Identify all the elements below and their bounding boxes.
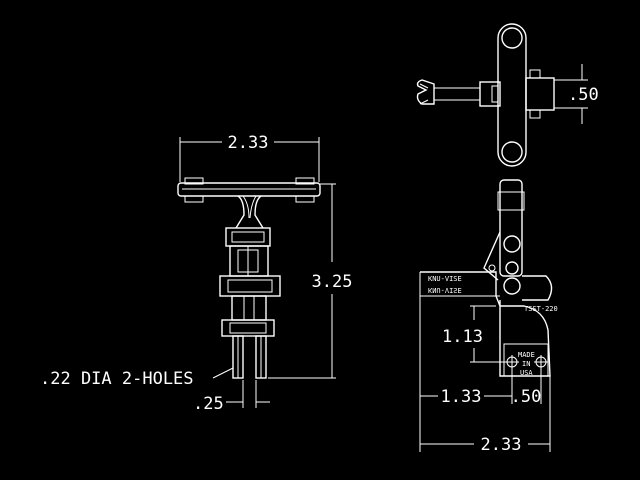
- side-pivot-lower: [503, 277, 521, 295]
- lift-label: 1.13: [442, 327, 483, 347]
- side-link-pin: [488, 264, 496, 272]
- brand-mirrored-label: KNU-VISE: [428, 286, 462, 294]
- body-clamp-inner: [227, 279, 273, 293]
- hole-leader-line: [212, 367, 234, 379]
- base-plate: [177, 182, 321, 197]
- side-pivot-middle: [505, 261, 519, 275]
- handle-bar: [497, 23, 527, 167]
- made-label-line-1: MADE: [518, 351, 535, 359]
- side-pivot-upper: [503, 235, 521, 253]
- side-handle: [499, 179, 523, 277]
- side-handle-collar: [497, 191, 525, 211]
- neck-right-outer: [254, 195, 264, 229]
- side-view: KNU-VISE KNU-VISE TSST-220 MADE IN USA 1…: [419, 179, 558, 455]
- spindle-fork-detail: [419, 83, 429, 105]
- height-label: 3.25: [312, 272, 353, 292]
- pivot-tab-bottom: [529, 109, 541, 119]
- handle-end-top: [501, 27, 523, 49]
- pivot-block: [525, 77, 555, 111]
- side-link-arm: [483, 231, 501, 281]
- front-view: 2.33 3.25: [40, 133, 352, 414]
- body-lower: [231, 295, 267, 321]
- spindle-fork: [416, 79, 435, 105]
- side-body-outline: [420, 271, 551, 377]
- neck-right-inner: [249, 195, 257, 219]
- clamp-block-inner: [491, 85, 499, 103]
- hole-callout-label: .22 DIA 2-HOLES: [40, 369, 194, 389]
- width-label: 2.33: [228, 133, 269, 153]
- brand-label: KNU-VISE: [428, 275, 462, 283]
- body-clamp: [219, 275, 281, 297]
- side-nameplate: [503, 343, 549, 377]
- body-upper: [225, 227, 271, 247]
- side-lever-tip: [522, 275, 553, 301]
- hole-spacing-label: .25: [193, 394, 224, 414]
- neck-left-inner: [242, 195, 250, 219]
- body-foot: [221, 319, 275, 337]
- top-view: .50: [416, 23, 599, 167]
- made-label-line-2: IN: [522, 360, 530, 368]
- total-label: 2.33: [481, 435, 522, 455]
- offset-label: 1.33: [441, 387, 482, 407]
- neck-left-outer: [235, 195, 245, 229]
- base-mount-right-top: [295, 177, 315, 185]
- made-label-line-3: USA: [520, 369, 533, 377]
- pivot-tab-top: [529, 69, 541, 79]
- handle-end-bottom: [501, 141, 523, 163]
- clamp-block: [479, 81, 501, 107]
- base-mount-left-top: [184, 177, 204, 185]
- hole-offset-label: .50: [511, 387, 542, 407]
- model-label: TSST-220: [524, 305, 558, 313]
- spread-label: .50: [568, 85, 599, 105]
- base-mount-left-bottom: [184, 195, 204, 203]
- body-foot-inner: [229, 322, 267, 334]
- body-upper-inner: [231, 231, 265, 243]
- base-mount-right-bottom: [295, 195, 315, 203]
